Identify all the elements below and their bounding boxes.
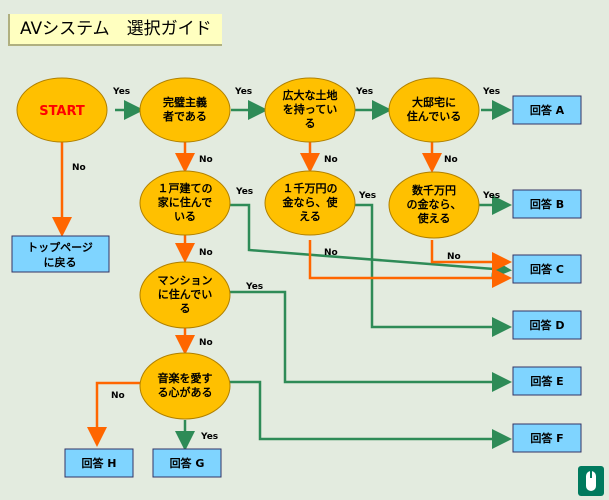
label-yes: Yes [245, 282, 263, 292]
edge-q4-c [230, 203, 512, 279]
answer-d-link[interactable]: 回答 D [512, 310, 582, 340]
label-no: No [447, 252, 461, 262]
start-node[interactable]: START [16, 77, 108, 143]
svg-text:マンション: マンション [158, 274, 213, 287]
svg-text:１千万円の: １千万円の [283, 181, 338, 195]
answer-boxes: 回答 A 回答 B 回答 C 回答 D 回答 E 回答 F 回答 H 回答 G [64, 95, 582, 478]
question-mansion-house: 大邸宅に 住んでいる [388, 77, 480, 143]
edge-labels: Yes Yes Yes Yes Yes Yes Yes Yes Yes No N… [72, 87, 500, 442]
svg-text:数千万円: 数千万円 [412, 183, 456, 197]
question-love-music: 音楽を愛す る心がある [139, 352, 231, 420]
label-yes: Yes [482, 191, 500, 201]
answer-a-link[interactable]: 回答 A [512, 95, 582, 125]
label-yes: Yes [234, 87, 252, 97]
svg-text:トップページ: トップページ [27, 240, 93, 254]
answer-c-link[interactable]: 回答 C [512, 254, 582, 284]
question-detached-house: １戸建ての 家に住んで いる [139, 170, 231, 236]
svg-text:を持ってい: を持ってい [283, 102, 337, 116]
answer-f-link[interactable]: 回答 F [512, 423, 582, 453]
label-no: No [199, 248, 213, 258]
svg-text:回答 C: 回答 C [530, 262, 564, 276]
page-title: AVシステム 選択ガイド [8, 14, 222, 46]
label-no: No [324, 248, 338, 258]
answer-b-link[interactable]: 回答 B [512, 189, 582, 219]
svg-text:回答 H: 回答 H [81, 456, 116, 470]
yes-edges [115, 100, 512, 451]
svg-text:金なら、使: 金なら、使 [282, 195, 339, 209]
question-large-land: 広大な土地 を持ってい る [264, 77, 356, 143]
svg-text:回答 B: 回答 B [530, 197, 564, 211]
svg-text:に戻る: に戻る [44, 255, 77, 269]
svg-text:いる: いる [174, 210, 196, 223]
no-edges [52, 142, 512, 447]
edge-q5-c [308, 240, 512, 288]
start-label: START [39, 104, 85, 119]
svg-text:使える: 使える [417, 211, 451, 225]
label-no: No [324, 155, 338, 165]
label-no: No [444, 155, 458, 165]
answer-g-link[interactable]: 回答 G [152, 448, 222, 478]
label-yes: Yes [235, 187, 253, 197]
label-no: No [199, 338, 213, 348]
label-yes: Yes [200, 432, 218, 442]
svg-text:る: る [305, 117, 316, 130]
svg-text:音楽を愛す: 音楽を愛す [158, 371, 213, 385]
svg-text:完璧主義: 完璧主義 [163, 95, 207, 109]
label-yes: Yes [358, 191, 376, 201]
question-tens-of-millions: 数千万円 の金なら、 使える [388, 171, 480, 239]
svg-text:る: る [180, 302, 191, 315]
svg-text:える: える [299, 210, 321, 223]
svg-text:１戸建ての: １戸建ての [158, 181, 213, 195]
question-apartment: マンション に住んでい る [139, 261, 231, 329]
label-no: No [72, 163, 86, 173]
svg-text:る心がある: る心がある [158, 385, 213, 399]
svg-text:回答 G: 回答 G [170, 456, 205, 470]
svg-text:広大な土地: 広大な土地 [283, 88, 338, 102]
question-ten-million: １千万円の 金なら、使 える [264, 170, 356, 236]
edge-q8-h [87, 381, 140, 447]
svg-text:大邸宅に: 大邸宅に [412, 95, 456, 109]
question-perfectionist: 完璧主義 者である [139, 77, 231, 143]
answer-h-link[interactable]: 回答 H [64, 448, 134, 478]
svg-text:回答 E: 回答 E [530, 374, 563, 388]
label-yes: Yes [355, 87, 373, 97]
edge-q6-c [430, 240, 512, 272]
svg-text:の金なら、: の金なら、 [407, 197, 462, 211]
edge-q8-f [230, 380, 512, 449]
label-yes: Yes [482, 87, 500, 97]
back-to-top-link[interactable]: トップページ に戻る [11, 235, 110, 273]
edge-q7-e [230, 290, 512, 392]
answer-e-link[interactable]: 回答 E [512, 366, 582, 396]
svg-text:回答 D: 回答 D [530, 318, 565, 332]
edge-q5-d [353, 203, 512, 337]
svg-text:住んでいる: 住んでいる [407, 109, 461, 123]
label-yes: Yes [112, 87, 130, 97]
label-no: No [199, 155, 213, 165]
svg-text:回答 A: 回答 A [530, 103, 565, 117]
svg-text:家に住んで: 家に住んで [158, 195, 212, 209]
svg-text:者である: 者である [162, 109, 207, 123]
svg-text:に住んでい: に住んでい [158, 287, 212, 301]
svg-text:回答 F: 回答 F [530, 431, 563, 445]
decision-nodes: START 完璧主義 者である 広大な土地 を持ってい る 大邸宅に 住んでいる… [16, 77, 480, 420]
mouse-icon[interactable] [578, 466, 604, 496]
label-no: No [111, 391, 125, 401]
